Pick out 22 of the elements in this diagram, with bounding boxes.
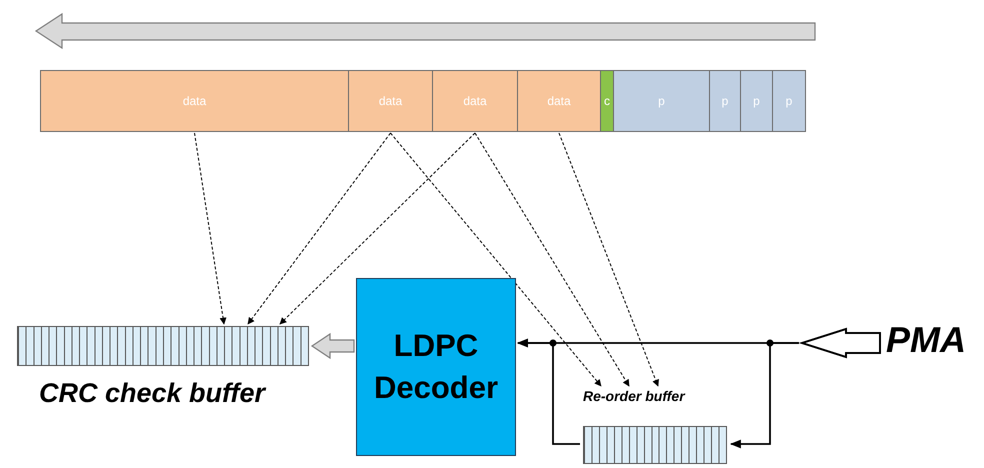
data-segment: data xyxy=(40,70,349,132)
arrow xyxy=(194,132,226,325)
data-segment: data xyxy=(348,70,433,132)
buffer-label: CRC check buffer xyxy=(39,378,266,409)
data-segment: data xyxy=(517,70,601,132)
crc-segment: c xyxy=(600,70,614,132)
arrow xyxy=(248,132,391,325)
arrow xyxy=(390,132,602,387)
source-label: PMA xyxy=(886,316,976,364)
parity-segment: p xyxy=(740,70,773,132)
buffer-label: Re-order buffer xyxy=(583,388,685,404)
arrow xyxy=(310,332,355,360)
parity-segment: p xyxy=(709,70,741,132)
arrow xyxy=(558,132,659,387)
arrow xyxy=(280,132,476,324)
parity-segment: p xyxy=(613,70,710,132)
arrow xyxy=(730,328,881,448)
parity-segment: p xyxy=(772,70,806,132)
arrow xyxy=(474,132,630,387)
decoder-box: LDPC Decoder xyxy=(356,278,516,456)
arrow xyxy=(516,338,580,445)
data-segment: data xyxy=(432,70,518,132)
